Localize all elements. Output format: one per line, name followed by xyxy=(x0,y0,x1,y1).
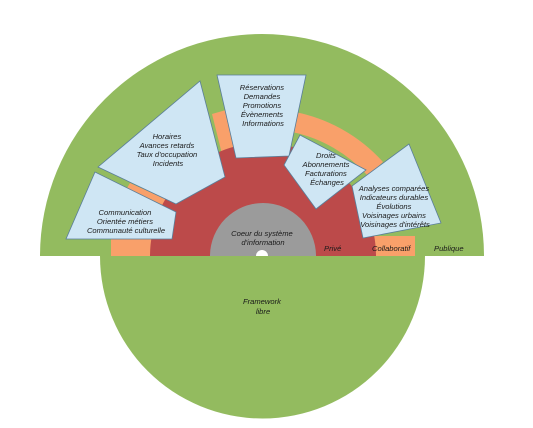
label-public: Publique xyxy=(434,244,464,253)
panel-text-communication: Communication Orientée métiers Communaut… xyxy=(87,208,165,235)
panel-analyses xyxy=(351,143,442,239)
label-core: Coeur du système d'information xyxy=(231,229,295,247)
core-disc xyxy=(210,203,316,256)
panel-text-reservations: Réservations Demandes Promotions Évèneme… xyxy=(240,83,286,128)
panel-communication xyxy=(65,171,177,240)
collab-strip-left xyxy=(111,236,155,256)
core-center-marker xyxy=(256,250,268,256)
collab-ring-arc xyxy=(292,112,383,176)
panel-group xyxy=(65,74,442,240)
panel-droits xyxy=(283,134,367,210)
panel-text-analyses: Analyses comparées Indicateurs durables … xyxy=(358,184,432,229)
label-framework: Framework libre xyxy=(243,297,283,316)
label-collaborative: Collaboratif xyxy=(372,244,411,253)
panel-text-droits: Droits Abonnements Facturations Échanges xyxy=(302,151,352,187)
collab-strip-right xyxy=(369,236,415,256)
label-private: Privé xyxy=(324,244,341,253)
framework-disc xyxy=(100,256,425,419)
collab-strip-2 xyxy=(212,110,236,158)
panel-text-horaires: Horaires Avances retards Taux d'occupati… xyxy=(137,132,200,168)
panel-labels: Communication Orientée métiers Communaut… xyxy=(87,83,432,235)
panel-horaires xyxy=(97,80,226,205)
